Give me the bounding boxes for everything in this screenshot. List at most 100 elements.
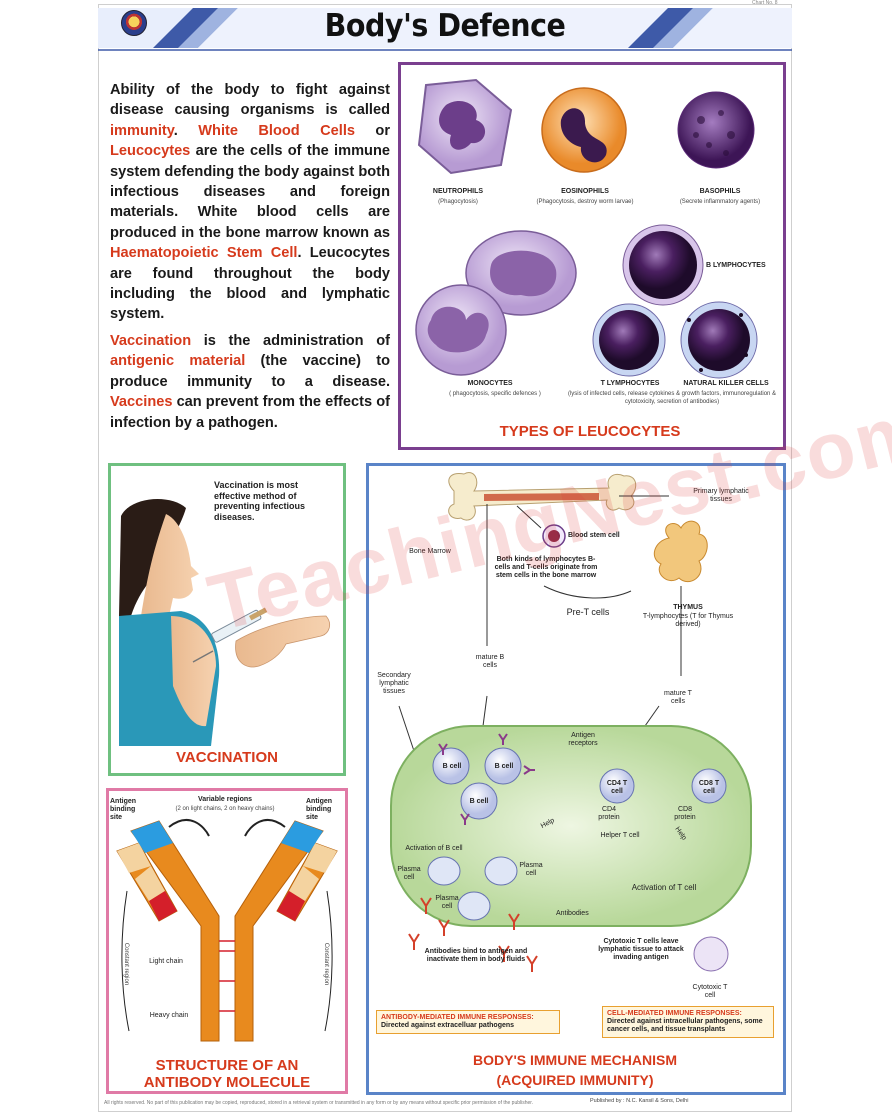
monocyte-cell xyxy=(415,230,577,376)
label-antibodies: Antibodies xyxy=(556,910,589,917)
label-b-lymphocytes: B LYMPHOCYTES xyxy=(706,262,766,269)
label-variable-sub: (2 on light chains, 2 on heavy chains) xyxy=(175,806,275,812)
t-lymphocyte-cell xyxy=(592,303,666,377)
label-variable-regions: Variable regions xyxy=(197,796,253,803)
footer-rights: All rights reserved. No part of this pub… xyxy=(104,1100,534,1106)
label-mature-b-cells: mature B cells xyxy=(475,654,505,669)
immune-mechanism-diagram xyxy=(390,472,752,972)
label-constant-left: Constant region xyxy=(123,942,129,986)
label-natural-killer-cells: NATURAL KILLER CELLS xyxy=(683,380,769,387)
vaccination-caption: VACCINATION xyxy=(176,749,278,766)
label-b-cell-1: B cell xyxy=(442,763,462,770)
antibody-caption-line-1: STRUCTURE OF AN xyxy=(155,1057,299,1074)
vaccination-illustration xyxy=(119,498,331,746)
footer-publisher: Published by : N.C. Kansil & Sons, Delhi xyxy=(590,1098,689,1104)
antibody-mediated-title: ANTIBODY-MEDIATED IMMUNE RESPONSES: xyxy=(381,1014,534,1021)
b-lymphocyte-cell xyxy=(622,224,704,306)
highlighted-term: Leucocytes xyxy=(110,143,191,160)
label-basophils-sub: (Secrete inflammatory agents) xyxy=(679,199,761,205)
label-antigen-receptors: Antigen receptors xyxy=(568,732,598,747)
highlighted-term: White Blood Cells xyxy=(198,122,356,139)
antibody-mediated-note: ANTIBODY-MEDIATED IMMUNE RESPONSES: Dire… xyxy=(376,1010,560,1034)
label-cytotoxic-leave: Cytotoxic T cells leave lymphatic tissue… xyxy=(598,938,684,961)
cell-mediated-note: CELL-MEDIATED IMMUNE RESPONSES: Directed… xyxy=(602,1006,774,1038)
antibody-illustration xyxy=(116,819,338,1042)
highlighted-term: Haematopoietic Stem Cell xyxy=(110,245,298,262)
leucocytes-illustration xyxy=(415,78,758,379)
text-run: or xyxy=(355,122,391,139)
label-t-lymphocytes-sub: (lysis of infected cells, release cytoki… xyxy=(567,391,777,405)
label-helper-t-cell: Helper T cell xyxy=(600,832,640,839)
label-plasma-cell-3: Plasma cell xyxy=(435,895,459,910)
label-eosinophils-sub: (Phagocytosis, destroy worm larvae) xyxy=(536,199,634,205)
eosinophil-cell xyxy=(541,87,627,173)
vaccination-text: Vaccination is most effective method of … xyxy=(214,480,306,522)
text-run: (the vaccine) to produce immunity to a d… xyxy=(110,353,390,390)
label-heavy-chain: Heavy chain xyxy=(149,1012,189,1019)
label-plasma-cell-2: Plasma cell xyxy=(519,862,543,877)
label-cd4-protein: CD4 protein xyxy=(598,806,620,821)
highlighted-term: antigenic material xyxy=(110,353,246,370)
highlighted-term: immunity xyxy=(110,122,174,139)
label-primary-lymphatic: Primary lymphatic tissues xyxy=(693,488,749,503)
antibody-caption: STRUCTURE OF AN ANTIBODY MOLECULE xyxy=(110,1057,344,1091)
label-antigen-binding-left: Antigen binding site xyxy=(110,798,137,821)
highlighted-term: Vaccination xyxy=(110,332,192,349)
text-run: . xyxy=(173,122,199,139)
label-cd8-protein: CD8 protein xyxy=(674,806,696,821)
label-neutrophils: NEUTROPHILS xyxy=(432,188,484,195)
b-cells xyxy=(432,747,727,820)
intro-paragraph-immunity: Ability of the body to fight against dis… xyxy=(110,80,390,325)
label-t-lymphocytes: T LYMPHOCYTES xyxy=(600,380,660,387)
cell-mediated-text: Directed against intracellular pathogens… xyxy=(607,1018,763,1033)
text-run: are the cells of the immune system defen… xyxy=(110,143,390,241)
label-activation-b-cell: Activation of B cell xyxy=(405,845,463,852)
intro-paragraph-vaccination: Vaccination is the administration of ant… xyxy=(110,331,390,433)
label-b-cell-2: B cell xyxy=(494,763,514,770)
label-cd4-t-cell: CD4 T cell xyxy=(606,780,628,795)
antibody-right-arm xyxy=(234,820,338,1042)
cell-mediated-title: CELL-MEDIATED IMMUNE RESPONSES: xyxy=(607,1010,742,1017)
label-cytotoxic-t-cell: Cytotoxic T cell xyxy=(692,984,728,999)
label-mature-t-cells: mature T cells xyxy=(664,690,692,705)
label-plasma-cell-1: Plasma cell xyxy=(397,866,421,881)
basophil-cell xyxy=(677,91,755,169)
label-thymus-sub: T-lymphocytes (T for Thymus derived) xyxy=(642,613,734,628)
label-secondary-lymphatic: Secondary lymphatic tissues xyxy=(377,672,411,695)
highlighted-term: Vaccines xyxy=(110,394,173,411)
antibody-mediated-text: Directed against extracelluar pathogens xyxy=(381,1022,515,1029)
label-antibodies-bind: Antibodies bind to antigen and inactivat… xyxy=(424,948,528,963)
leucocytes-caption: TYPES OF LEUCOCYTES xyxy=(499,423,681,440)
intro-text: Ability of the body to fight against dis… xyxy=(110,80,390,439)
publisher-logo xyxy=(121,10,147,36)
label-b-cell-3: B cell xyxy=(469,798,489,805)
label-antigen-binding-right: Antigen binding site xyxy=(306,798,333,821)
label-monocytes: MONOCYTES xyxy=(467,380,513,387)
label-both-kinds: Both kinds of lymphocytes B-cells and T-… xyxy=(494,556,598,579)
label-light-chain: Light chain xyxy=(149,958,183,965)
chart-code: Chart No. 8 xyxy=(752,0,778,6)
immune-mechanism-caption: BODY'S IMMUNE MECHANISM (ACQUIRED IMMUNI… xyxy=(430,1050,720,1090)
header-banner xyxy=(98,8,792,51)
bone-illustration xyxy=(448,472,637,521)
label-activation-t-cell: Activation of T cell xyxy=(631,883,697,892)
neutrophil-cell xyxy=(417,78,513,175)
label-thymus: THYMUS xyxy=(673,604,703,611)
label-constant-right: Constant region xyxy=(323,942,329,986)
label-bone-marrow: Bone Marrow xyxy=(409,548,451,555)
text-run: can prevent from the effects of infectio… xyxy=(110,394,390,431)
immune-caption-line-2: (ACQUIRED IMMUNITY) xyxy=(496,1072,654,1088)
label-cd8-t-cell: CD8 T cell xyxy=(698,780,720,795)
label-basophils: BASOPHILS xyxy=(699,188,741,195)
label-pre-t-cells: Pre-T cells xyxy=(566,607,610,617)
label-monocytes-sub: ( phagocytosis, specific defences ) xyxy=(449,391,541,397)
natural-killer-cell xyxy=(680,301,758,379)
text-run: is the administration of xyxy=(191,332,390,349)
label-eosinophils: EOSINOPHILS xyxy=(561,188,609,195)
immune-caption-line-1: BODY'S IMMUNE MECHANISM xyxy=(473,1052,677,1068)
text-run: Ability of the body to fight against dis… xyxy=(110,82,390,119)
antibody-left-arm xyxy=(116,820,220,1042)
label-neutrophils-sub: (Phagocytosis) xyxy=(438,199,478,205)
text-run: . Leucocytes are found throughout the bo… xyxy=(110,245,390,323)
label-blood-stem-cell: Blood stem cell xyxy=(568,532,620,539)
